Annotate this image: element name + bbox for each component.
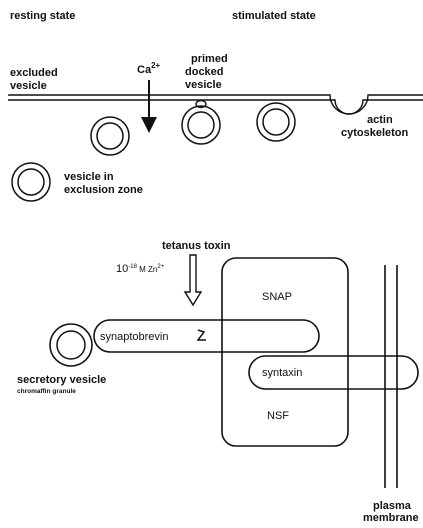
actin-label-2: cytoskeleton	[341, 127, 409, 139]
primed-vesicle-label-3: vesicle	[185, 79, 222, 91]
plasma-label: plasma	[373, 500, 412, 512]
calcium-label: Ca2+	[137, 61, 161, 76]
resting-state-header: resting state	[10, 10, 75, 22]
vesicle-exclusion-zone	[12, 163, 50, 201]
chromaffin-granule-label: chromaffin granule	[17, 388, 76, 395]
vesicle-docked-left	[91, 117, 129, 155]
excluded-vesicle-label-2: vesicle	[10, 80, 47, 92]
secretory-vesicle-label: secretory vesicle	[17, 374, 106, 386]
toxin-arrow	[185, 255, 201, 305]
nsf-label: NSF	[267, 410, 289, 422]
synaptobrevin-label: synaptobrevin	[100, 331, 169, 343]
primed-vesicle-label-2: docked	[185, 66, 224, 78]
cleavage-site-mark	[198, 330, 206, 340]
tetanus-toxin-label: tetanus toxin	[162, 240, 231, 252]
membrane-label: membrane	[363, 512, 419, 524]
syntaxin-label: syntaxin	[262, 367, 302, 379]
primed-vesicle-label-1: primed	[191, 53, 228, 65]
vesicle-primed-docked	[182, 101, 220, 145]
plasma-membrane	[385, 265, 397, 488]
exclusion-zone-label-1: vesicle in	[64, 171, 114, 183]
secretory-vesicle	[50, 324, 92, 366]
exclusion-zone-label-2: exclusion zone	[64, 184, 143, 196]
actin-label-1: actin	[367, 114, 393, 126]
zinc-concentration-label: 10-18 M Zn2+	[116, 263, 165, 275]
stimulated-state-header: stimulated state	[232, 10, 316, 22]
excluded-vesicle-label-1: excluded	[10, 67, 58, 79]
snap-label: SNAP	[262, 291, 292, 303]
vesicle-fusing	[257, 103, 295, 141]
cell-membrane	[8, 95, 423, 114]
